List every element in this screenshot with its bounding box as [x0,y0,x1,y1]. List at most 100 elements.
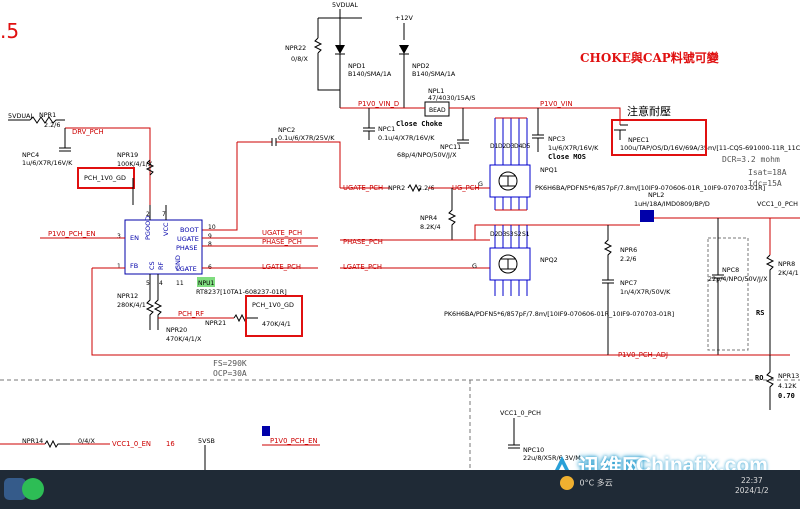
spec-rs: RS [756,309,764,317]
npl2-val: 1uH/18A/IMD0809/BP/D [634,200,710,208]
npr22-val: 0/8/X [291,55,308,63]
svg-text:GND: GND [174,255,182,270]
svg-text:FB: FB [130,262,138,270]
npr13-val: 4.12K [778,382,797,390]
npd1-val: B140/SMA/1A [348,70,392,78]
net-p1v0-pch-en-bottom: P1V0_PCH_EN [270,437,318,445]
npr13-ref: NPR13 [778,372,799,380]
npc3-ref: NPC3 [548,135,565,143]
spec-idc: Idc=15A [748,179,782,188]
spec-isat: Isat=18A [748,168,787,177]
svg-text:LGATE: LGATE [176,265,197,273]
spec-ro: RO [755,374,763,382]
npr20-ref: NPR20 [166,326,187,334]
svg-text:4: 4 [159,280,163,287]
svg-text:1: 1 [117,263,121,270]
pch-1v0-gd-a: PCH_1V0_GD [84,174,126,182]
npec1-ref: NPEC1 [628,136,649,144]
npr14-val: 0/4/X [78,437,95,445]
weather-icon [560,476,574,490]
npd2-ref: NPD2 [412,62,430,70]
npc2-ref: NPC2 [278,126,295,134]
svg-text:RF: RF [157,261,165,270]
rt8237-chip [124,219,203,275]
pin-16: 16 [166,440,175,448]
npc7-val: 1n/4/X7R/50V/K [620,288,671,296]
pch-1v0-gd-b: PCH_1V0_GD [252,301,294,309]
npc1-ref: NPC1 [378,125,395,133]
svg-text:BOOT: BOOT [180,226,199,234]
npd2-val: B140/SMA/1A [412,70,456,78]
clock[interactable]: 22:37 2024/1/2 [735,476,769,496]
npr22-ref: NPR22 [285,44,306,52]
npc4-val: 1u/6/X7R/16V/K [22,159,73,167]
g1-label: G [478,180,483,188]
npr8-val: 2K/4/1 [778,269,799,277]
net-5vdual-top: 5VDUAL [332,1,358,9]
g2-label: G [472,262,477,270]
npr1-val: 2.2/6 [44,121,60,129]
svg-text:PGOOD: PGOOD [144,216,152,240]
chip-part: RT8237[10TA1-608237-01R] [196,288,287,296]
npq2-mosfet [489,225,531,296]
title-note: CHOKE與CAP料號可變 [580,50,720,65]
clock-time: 22:37 [741,476,763,485]
net-5vsb: 5VSB [198,437,215,445]
npr1-ref: NPR1 [39,111,56,119]
net-vcc1-0-pch: VCC1_0_PCH [757,200,798,208]
net-vcc1-0-pch-bottom: VCC1_0_PCH [500,409,541,417]
npr4-val: 8.2K/4 [420,223,441,231]
net-p1v0-vin: P1V0_VIN [540,100,573,108]
svg-text:2: 2 [146,211,150,218]
svg-text:D3: D3 [498,231,507,238]
svg-text:VCC: VCC [162,222,170,236]
npc8-val: 22p/4/NPO/50V/J/X [708,275,768,283]
npq1-val: PK6H6BA/PDFN5*6/857pF/7.8m/[10IF9-070606… [535,184,765,192]
npc2-val: 0.1u/6/X7R/25V/K [278,134,335,142]
svg-text:11: 11 [176,280,184,287]
page-number: .5 [0,19,19,43]
svg-text:D1: D1 [490,143,499,150]
npc3-note: Close MOS [548,153,586,161]
npr12-val: 280K/4/1 [117,301,146,309]
svg-text:D5: D5 [522,143,531,150]
npl1-ref: NPL1 [428,87,444,95]
spec-fs: FS=290K [213,359,247,368]
npr19-ref: NPR19 [117,151,138,159]
net-ugate-pch-left: UGATE_PCH [343,184,383,192]
npr14-ref: NPR14 [22,437,43,445]
svg-text:D3: D3 [506,143,515,150]
spec-dcr: DCR=3.2 mohm [722,155,780,164]
npec1-val: 100u/TAP/OS/D/16V/69A/35m/[11-CQ5-691000… [620,144,800,152]
svg-text:EN: EN [130,234,139,242]
npq2-val: PK6H6BA/PDFN5*6/857pF/7.8m/[10IF9-070606… [444,310,674,318]
svg-text:7: 7 [162,211,166,218]
npc3-val: 1u/6/X7R/16V/K [548,144,599,152]
app-icon[interactable] [4,478,26,500]
net-ugate-pch-chip: UGATE_PCH [262,229,302,237]
weather-desc: 多云 [596,478,613,488]
wechat-icon[interactable] [22,478,44,500]
net-ug-pch: UG_PCH [452,184,480,192]
weather-temp: 0°C [579,478,595,488]
svg-text:9: 9 [208,233,212,240]
svg-text:UGATE: UGATE [177,235,199,243]
net-pch-rf: PCH_RF [178,310,204,318]
npd1-ref: NPD1 [348,62,366,70]
net-vcc1-0-en: VCC1_0_EN [112,440,151,448]
npr21-val: 470K/4/1 [262,320,291,328]
npl1-box: BEAD [429,107,446,114]
net-lgate-pch-left: LGATE_PCH [343,263,382,271]
taskbar: 0°C 多云 22:37 2024/1/2 [0,470,800,509]
net-drv-pch: DRV_PCH [72,128,104,136]
npr21-ref: NPR21 [205,319,226,327]
svg-text:8: 8 [208,241,212,248]
npr4-ref: NPR4 [420,214,437,222]
weather-widget[interactable]: 0°C 多云 [560,476,613,490]
npr6-val: 2.2/6 [620,255,636,263]
npr8-ref: NPR8 [778,260,795,268]
clock-date: 2024/1/2 [735,486,769,495]
schematic-canvas: .5 CHOKE與CAP料號可變 注意耐壓 5VDUAL +12V NPR22 … [0,1,800,470]
npl1-note: Close Choke [396,120,442,128]
npq1-ref: NPQ1 [540,166,558,174]
